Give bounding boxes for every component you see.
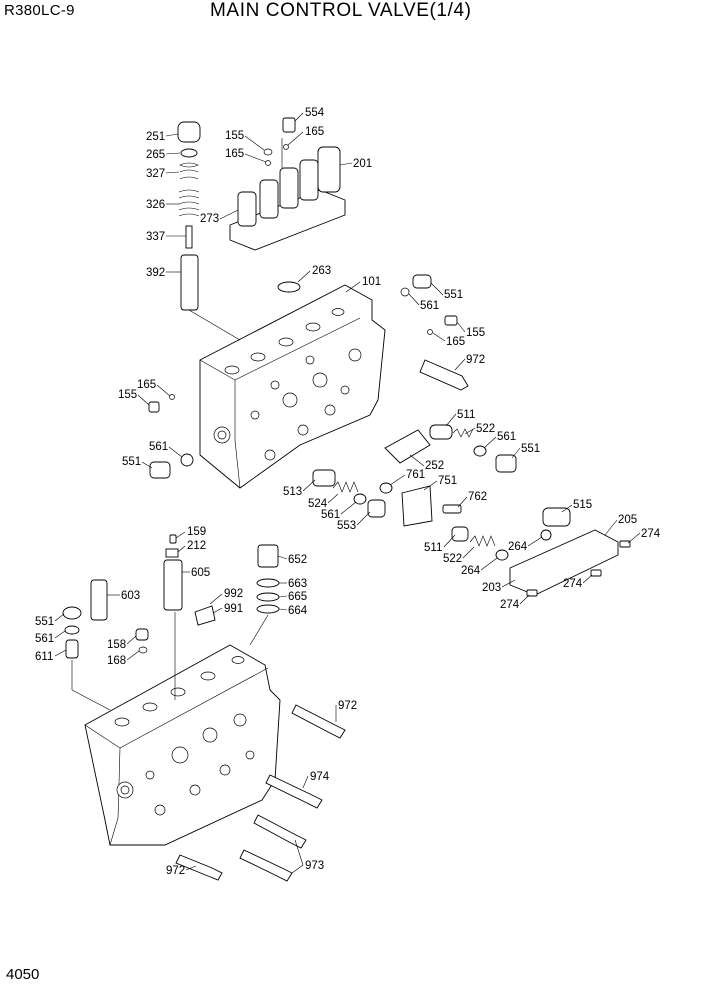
upper-small-parts: [148, 117, 469, 479]
upper-valve-body: [199, 284, 386, 489]
callout-561-c: 561: [497, 431, 516, 443]
callout-511-b: 511: [424, 542, 442, 554]
callout-551-d: 551: [35, 616, 54, 628]
callout-605: 605: [191, 567, 210, 579]
callout-165-d: 165: [137, 379, 156, 391]
callout-554: 554: [305, 107, 325, 119]
callout-168: 168: [107, 655, 126, 667]
callout-159: 159: [187, 526, 206, 538]
callout-561-d: 561: [321, 509, 340, 521]
callout-155-b: 155: [466, 327, 485, 339]
callout-664: 664: [288, 605, 308, 617]
callout-263: 263: [312, 265, 331, 277]
solenoid-valve-block: [229, 138, 346, 251]
callout-513: 513: [283, 486, 302, 498]
callout-524: 524: [308, 498, 328, 510]
callout-974: 974: [310, 771, 330, 783]
page-title: MAIN CONTROL VALVE(1/4): [210, 0, 472, 21]
callout-992: 992: [224, 588, 243, 600]
callout-337: 337: [146, 231, 165, 243]
callout-273: 273: [200, 213, 219, 225]
callout-515: 515: [573, 499, 592, 511]
callout-326: 326: [146, 199, 165, 211]
callout-165-c: 165: [446, 336, 465, 348]
callout-561-e: 561: [35, 633, 54, 645]
callout-252: 252: [425, 460, 444, 472]
callout-603: 603: [121, 590, 140, 602]
callout-201: 201: [353, 158, 372, 170]
callout-762: 762: [468, 491, 487, 503]
page-number: 4050: [6, 966, 40, 983]
callout-274-c: 274: [500, 599, 520, 611]
callout-251: 251: [146, 131, 165, 143]
callout-265: 265: [146, 149, 165, 161]
callout-553: 553: [337, 520, 356, 532]
callout-652: 652: [288, 554, 307, 566]
callout-327: 327: [146, 168, 165, 180]
callout-165-b: 165: [305, 126, 324, 138]
lower-valve-body: [84, 644, 281, 846]
callout-165: 165: [225, 148, 244, 160]
callout-761: 761: [406, 469, 425, 481]
callout-551-b: 551: [122, 456, 141, 468]
callout-264: 264: [508, 541, 528, 553]
callout-973: 973: [305, 860, 324, 872]
callout-522-b: 522: [443, 553, 462, 565]
left-parts-stack: [177, 121, 241, 341]
callout-611: 611: [35, 651, 53, 663]
callout-665: 665: [288, 591, 307, 603]
callout-561: 561: [420, 300, 439, 312]
callout-991: 991: [224, 603, 243, 615]
callout-551-c: 551: [521, 443, 540, 455]
callout-264-b: 264: [461, 565, 481, 577]
leader-lines: [54, 112, 641, 874]
callout-101: 101: [362, 276, 381, 288]
callout-551: 551: [444, 289, 463, 301]
callout-663: 663: [288, 578, 307, 590]
callout-511: 511: [457, 409, 475, 421]
callout-158: 158: [107, 639, 126, 651]
callout-972-b: 972: [338, 700, 357, 712]
callout-274-b: 274: [563, 578, 583, 590]
callout-972: 972: [466, 354, 485, 366]
callout-522: 522: [476, 423, 495, 435]
callout-751: 751: [438, 475, 457, 487]
callout-205: 205: [618, 514, 637, 526]
lower-upper-parts: [62, 534, 280, 711]
middle-right-parts: [312, 424, 631, 597]
callout-392: 392: [146, 267, 165, 279]
callout-155-c: 155: [118, 389, 137, 401]
callout-972-c: 972: [166, 865, 185, 877]
callout-274: 274: [641, 528, 661, 540]
model-code: R380LC-9: [4, 2, 75, 19]
long-bolts: [175, 704, 346, 882]
callout-561-b: 561: [149, 441, 168, 453]
callout-203: 203: [482, 582, 501, 594]
callout-212: 212: [187, 540, 206, 552]
callout-155: 155: [225, 130, 244, 142]
